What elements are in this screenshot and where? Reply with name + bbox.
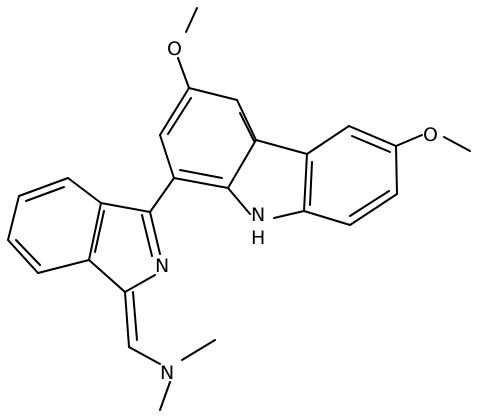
bond (255, 139, 308, 155)
nh-nitrogen-label: N (251, 204, 265, 226)
enamine-group (124, 291, 216, 411)
bond (7, 195, 20, 241)
bond-c-n-double-inner (141, 214, 153, 257)
oxygen-label-top: O (167, 38, 182, 60)
bond (88, 259, 126, 293)
bond (7, 239, 39, 274)
bond-n-ch3-down (159, 381, 171, 411)
bond (273, 210, 305, 219)
bond (303, 153, 308, 212)
isoindole-five-ring (88, 202, 161, 293)
bond-exocyclic-double-inner (132, 291, 138, 341)
bond-double-inner (167, 97, 192, 135)
carbazole-pyrrole-ring (227, 139, 308, 219)
bond-double-inner (179, 169, 223, 179)
bond (306, 125, 350, 155)
bond-double-inner (94, 210, 105, 253)
isoindole-benzene-ring (7, 177, 105, 274)
bond (159, 87, 190, 136)
isoindole-nitrogen-label: N (155, 255, 169, 277)
methoxy-top (177, 7, 198, 89)
nh-hydrogen-label: H (251, 227, 265, 249)
bond (303, 210, 351, 226)
carbazole-right-ring (303, 125, 398, 226)
bond (227, 187, 251, 215)
bond (188, 87, 238, 101)
methoxy-right (395, 134, 471, 152)
carbazole-left-ring (159, 87, 257, 189)
bond (349, 193, 398, 226)
bond (227, 139, 257, 189)
bond-o-c-top (177, 57, 190, 89)
bond (395, 145, 398, 195)
bond-double-inner (349, 190, 390, 217)
bond (18, 177, 69, 197)
bond (100, 202, 151, 213)
bond-exocyclic-double (124, 291, 130, 348)
bond-double-inner (351, 135, 391, 153)
bond-double-inner (239, 112, 255, 142)
oxygen-label-right: O (423, 124, 438, 146)
bond (67, 177, 102, 204)
bond (159, 134, 175, 179)
bond-n-ch3-right (181, 339, 216, 361)
bond (236, 99, 257, 141)
bond (173, 177, 229, 189)
bond-c-n-double (149, 211, 161, 255)
bond-o-ch3-right (443, 136, 471, 152)
bond-biaryl (149, 177, 175, 213)
bond (37, 259, 90, 274)
bond-double-inner (15, 239, 41, 266)
bond (88, 202, 102, 261)
bond (348, 125, 397, 147)
bond-ch-n (128, 346, 161, 365)
amine-nitrogen-label: N (160, 362, 174, 384)
bond-c-o-right (395, 134, 423, 147)
bond-double-inner (25, 186, 65, 202)
bond-n-c (124, 274, 156, 293)
bond-double-inner (309, 161, 313, 206)
bond-ch3-o-top (185, 7, 198, 33)
